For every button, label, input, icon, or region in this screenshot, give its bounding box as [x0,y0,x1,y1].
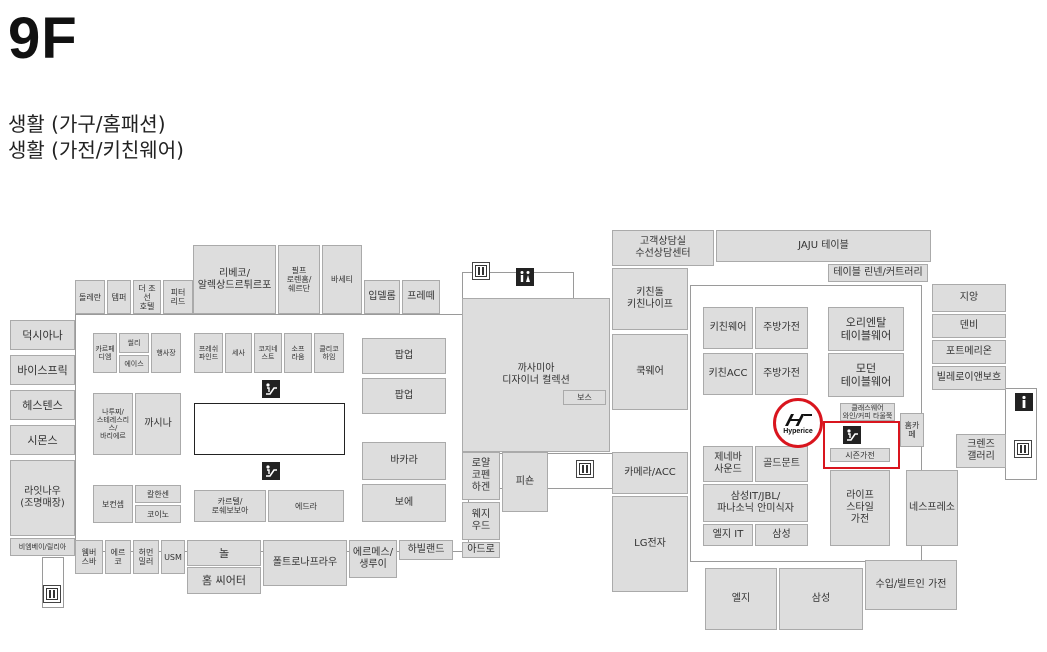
floor-category-line-1: 생활 (가구/홈패션) [8,112,166,136]
hyperice-highlight [823,421,900,469]
store-samsung-2[interactable]: 삼성 [779,568,863,630]
escalator-icon [843,426,861,444]
hyperice-label: Hyperice [783,427,813,435]
hyperice-logo[interactable]: Hyperice [773,398,823,448]
store-kitchendol[interactable]: 키친돌 키친나이프 [612,268,688,330]
store-philleul[interactable]: 필프 로렌홈/ 쉐르단 [278,245,320,314]
store-tablelinen[interactable]: 테이블 린넨/커트러리 [828,264,928,282]
store-seasonapp[interactable]: 시즌가전 [830,448,890,462]
store-popup-1[interactable]: 팝업 [362,338,446,374]
store-haengsajang[interactable]: 행사장 [151,333,181,373]
restroom-icon [516,268,534,286]
hyperice-mark-icon [785,413,812,426]
empty-zone [194,403,345,455]
floor-label: 9F [8,6,78,71]
store-royal[interactable]: 로얄 코펜 하겐 [462,452,500,500]
elevator-icon [43,585,61,603]
store-kitchenware[interactable]: 키친웨어 [703,307,753,349]
store-kasimia[interactable]: 까사미아 디자이너 컬렉션 [462,298,610,452]
store-popup-2[interactable]: 팝업 [362,378,446,414]
store-elgi[interactable]: 엘지 [705,568,777,630]
store-sesa[interactable]: 세사 [225,333,252,373]
store-zenebar[interactable]: 제네바 사운드 [703,446,753,482]
store-dorelan[interactable]: 돌레란 [75,280,105,314]
store-denbi[interactable]: 덴비 [932,314,1006,338]
store-krenz[interactable]: 크렌즈 갤러리 [956,434,1006,468]
store-simons[interactable]: 시몬스 [10,425,75,455]
store-jisang[interactable]: 지앙 [932,284,1006,312]
store-naturum[interactable]: 나투찌/ 스테레스리스/ 바리에르 [93,393,133,455]
store-lainuu[interactable]: 라잇나우 (조명매장) [10,460,75,536]
store-cliche[interactable]: 클리코 하임 [314,333,344,373]
store-adro[interactable]: 아드로 [462,542,500,558]
store-homeswear[interactable]: 홈 씨어터 [187,567,261,594]
store-villeroy[interactable]: 빌레로이앤보흐 [932,366,1006,390]
store-elgit[interactable]: 엘지 IT [703,524,753,546]
store-samsungit[interactable]: 삼성IT/JBL/ 파나소닉 안미식자 [703,484,808,522]
store-bore[interactable]: 보에 [362,484,446,522]
store-lifestyle[interactable]: 라이프 스타일 가전 [830,470,890,546]
store-bakara[interactable]: 바카라 [362,442,446,480]
store-nespresso[interactable]: 네스프레소 [906,470,958,546]
store-halland[interactable]: 하빌랜드 [399,540,453,560]
store-cs[interactable]: 고객상담실 수선상담센터 [612,230,714,266]
store-poltronafrau[interactable]: 폴트로나프라우 [263,540,347,586]
store-cookware[interactable]: 쿡웨어 [612,334,688,410]
store-camera[interactable]: 카메라/ACC [612,452,688,494]
store-ribeco[interactable]: 리베코/ 알렉상드르튀르포 [193,245,276,314]
store-cozy[interactable]: 코지네 스트 [254,333,282,373]
store-erco[interactable]: 에르코 [105,540,131,574]
store-carlo[interactable]: 카르페 디엠 [93,333,117,373]
store-wedgwood[interactable]: 웨지 우드 [462,502,500,540]
store-kitchenacc[interactable]: 키친ACC [703,353,753,395]
elevator-icon [472,262,490,280]
floor-category-line-2: 생활 (가전/키친웨어) [8,138,184,162]
store-builtin[interactable]: 수입/빌트인 가전 [865,560,957,610]
store-hestens[interactable]: 헤스텐스 [10,390,75,420]
store-kasina[interactable]: 까시나 [135,393,181,455]
store-sealy[interactable]: 씰리 [119,333,149,353]
store-bimbeipulia[interactable]: 비엠베이/릴리아 [10,538,75,556]
store-boconcept[interactable]: 보컨셉 [93,485,133,523]
store-modern[interactable]: 모던 테이블웨어 [828,353,904,397]
store-noll[interactable]: 놀 [187,540,261,566]
store-pisson[interactable]: 피숀 [502,452,548,512]
store-baisiprig[interactable]: 바이스프릭 [10,355,75,385]
elevator-icon [576,460,594,478]
store-herman[interactable]: 허먼 밀러 [133,540,159,574]
store-hermes[interactable]: 에르메스/ 생루이 [349,540,397,578]
store-edra[interactable]: 에드라 [268,490,344,522]
store-oriental[interactable]: 오리엔탈 테이블웨어 [828,307,904,351]
store-jaju[interactable]: JAJU 테이블 [716,230,931,262]
store-deoksiana[interactable]: 덕시아나 [10,320,75,350]
store-usm[interactable]: USM [161,540,185,574]
store-koino[interactable]: 코이노 [135,505,181,523]
store-tempur[interactable]: 템퍼 [107,280,131,314]
store-bassetti[interactable]: 바세티 [322,245,362,314]
store-homecafe[interactable]: 홈카페 [900,413,924,447]
store-carlzel[interactable]: 카르텔/ 로쉐보보아 [194,490,266,522]
store-pitter[interactable]: 피터 리드 [163,280,193,314]
escalator-icon [262,462,280,480]
store-dejosun[interactable]: 더 조선 호텔 [133,280,161,314]
store-lgsung[interactable]: LG전자 [612,496,688,592]
store-cookapp[interactable]: 주방가전 [755,307,808,349]
store-boss[interactable]: 보스 [563,390,606,405]
store-sopora[interactable]: 소프 라움 [284,333,312,373]
store-portmeirion[interactable]: 포트메리온 [932,340,1006,364]
store-frette[interactable]: 프레떼 [402,280,440,314]
store-cookapp-2[interactable]: 주방가전 [755,353,808,395]
restroom-icon [1015,393,1033,411]
store-kalhansen[interactable]: 칼한센 [135,485,181,503]
store-goldmont[interactable]: 골드문트 [755,446,808,482]
elevator-icon [1014,440,1032,458]
escalator-icon [262,380,280,398]
store-wembley[interactable]: 웸버 스바 [75,540,103,574]
store-freshpaint[interactable]: 프레쉬 파인드 [194,333,223,373]
store-ipdellom[interactable]: 입델롬 [364,280,400,314]
store-aces[interactable]: 에이스 [119,355,149,373]
store-samsung-1[interactable]: 삼성 [755,524,808,546]
store-classic[interactable]: 클래스웨어 와인/커피 타울쭉 [840,403,895,421]
